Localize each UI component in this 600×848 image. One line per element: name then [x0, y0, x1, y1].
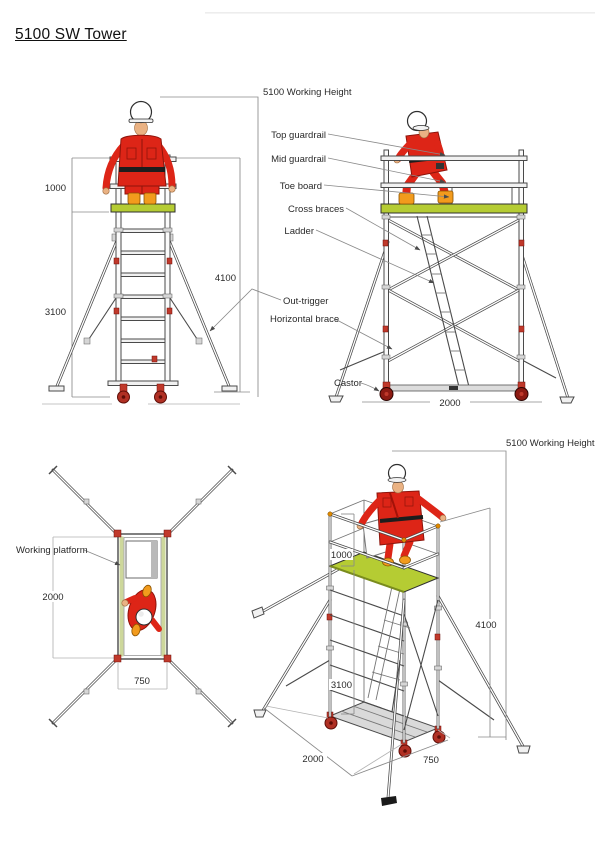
- label-castor: Castor: [334, 378, 362, 389]
- iso-ladder-rungs: [329, 589, 405, 717]
- working-platform-leader: [83, 549, 121, 566]
- front-platform: [110, 203, 176, 213]
- label-cross-braces: Cross braces: [288, 204, 344, 215]
- side-outriggers: [328, 240, 575, 404]
- iso-view: 5100 Working Height 1000 3100 4100 2000 …: [251, 438, 595, 806]
- iso-dim-3100: 3100: [331, 680, 352, 691]
- label-horizontal-brace: Horizontal brace: [270, 314, 339, 325]
- iso-dimension-lines: [263, 450, 507, 777]
- iso-front-stabiliser: [381, 598, 406, 806]
- side-dim-2000: 2000: [362, 398, 542, 409]
- label-working-platform: Working platform: [16, 545, 88, 556]
- worker-iso: [356, 463, 447, 567]
- label-ladder: Ladder: [284, 226, 314, 237]
- side-castor-right: [514, 381, 529, 401]
- worker-side: [393, 110, 454, 205]
- side-view: Top guardrail Mid guardrail Toe board Cr…: [209, 110, 575, 409]
- side-top-guardrail: [380, 155, 528, 161]
- side-cross-braces: [386, 218, 521, 363]
- side-castor-left: [379, 381, 394, 401]
- iso-outriggers: [253, 594, 531, 754]
- front-outriggers: [48, 233, 238, 392]
- side-ladder: [416, 215, 471, 392]
- label-toe-board: Toe board: [280, 181, 322, 192]
- front-ladder-rungs: [120, 228, 166, 364]
- iso-braces: [367, 567, 439, 731]
- iso-castors: [324, 711, 446, 758]
- worker-front: [102, 100, 176, 205]
- iso-dim-1000: 1000: [331, 550, 352, 561]
- helmet: [135, 608, 153, 626]
- iso-guardrails: [327, 511, 441, 570]
- iso-dimension-texts: 5100 Working Height 1000 3100 4100 2000 …: [299, 438, 595, 766]
- iso-working-height-label: 5100 Working Height: [506, 438, 595, 449]
- iso-base-deck: [328, 701, 440, 743]
- label-mid-guardrail: Mid guardrail: [271, 154, 326, 165]
- belt: [119, 167, 165, 172]
- scan-artifact: [205, 12, 595, 14]
- plan-outriggers: [48, 465, 237, 728]
- front-dim-1000: 1000: [45, 183, 66, 194]
- plan-dim-750: 750: [134, 676, 150, 687]
- front-dim-3100: 3100: [45, 307, 66, 318]
- iso-dim-2000: 2000: [302, 754, 323, 765]
- worker-plan: [121, 584, 162, 637]
- front-view: 1000 3100 4100 5100 Working Height: [42, 87, 352, 405]
- front-view-dimension-lines: [71, 96, 259, 398]
- plan-view: Working platform 2000 750: [16, 465, 237, 728]
- page-title: 5100 SW Tower: [15, 26, 127, 43]
- front-castor-left: [117, 383, 130, 404]
- iso-dim-750: 750: [423, 755, 439, 766]
- iso-dim-4100: 4100: [475, 620, 496, 631]
- plan-dim-2000: 2000: [42, 592, 63, 603]
- front-working-height-label: 5100 Working Height: [263, 87, 352, 98]
- front-dim-4100: 4100: [215, 273, 236, 284]
- toe-board: [451, 185, 513, 206]
- side-tower: [381, 149, 526, 394]
- side-platform: [380, 203, 528, 214]
- label-top-guardrail: Top guardrail: [271, 130, 326, 141]
- side-dim-2000-text: 2000: [439, 398, 460, 409]
- front-castor-right: [154, 383, 167, 404]
- side-mid-guardrail: [380, 182, 528, 188]
- side-view-callouts: Top guardrail Mid guardrail Toe board Cr…: [209, 130, 450, 392]
- label-out-trigger: Out-trigger: [283, 296, 328, 307]
